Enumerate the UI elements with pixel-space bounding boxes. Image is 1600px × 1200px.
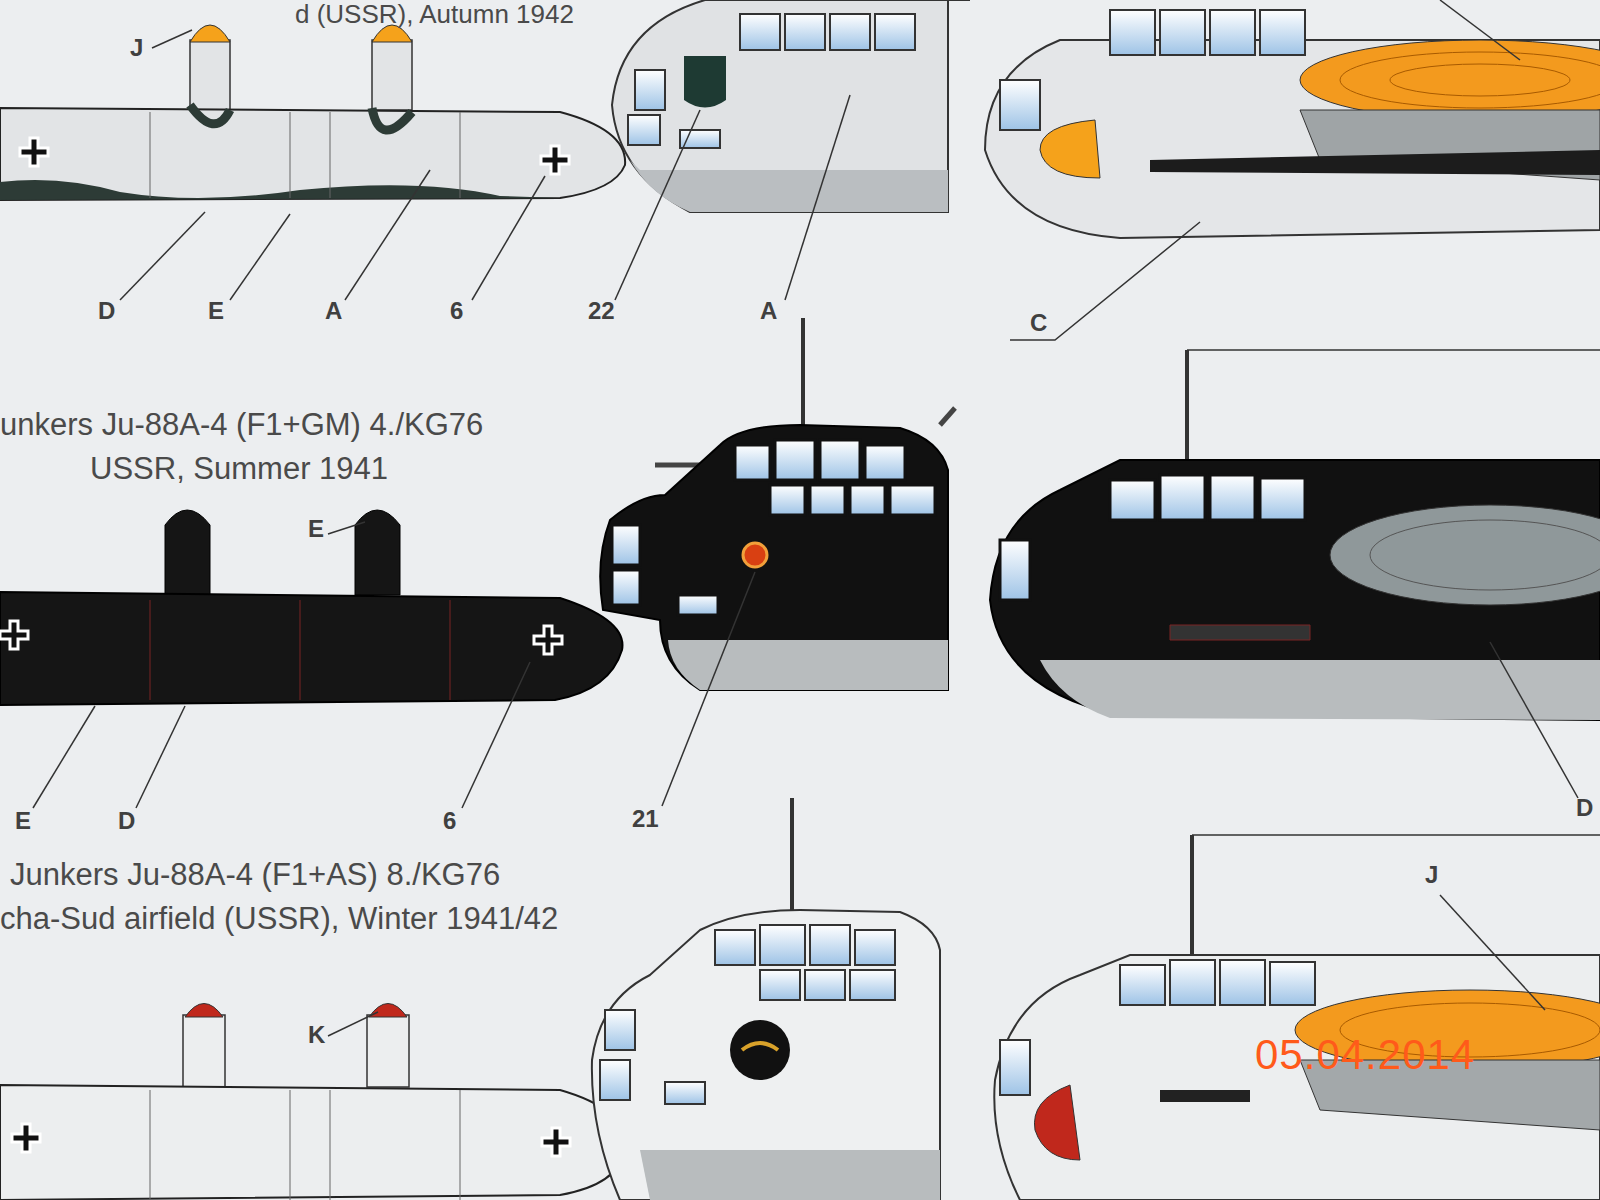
fuselage-view xyxy=(990,350,1600,720)
callout-letter: J xyxy=(1425,862,1438,888)
caption-line: unkers Ju-88A-4 (F1+GM) 4./KG76 xyxy=(0,408,483,442)
caption-line: cha-Sud airfield (USSR), Winter 1941/42 xyxy=(0,902,558,936)
nose-profile xyxy=(600,318,955,690)
caption-line: Junkers Ju-88A-4 (F1+AS) 8./KG76 xyxy=(10,858,500,892)
callout-letter: D xyxy=(98,298,115,324)
wing-planform xyxy=(0,510,622,705)
nose-profile xyxy=(612,0,970,212)
callout-letter: J xyxy=(130,35,143,61)
fuselage-view xyxy=(985,10,1600,238)
caption-line: d (USSR), Autumn 1942 xyxy=(295,0,574,29)
nose-profile xyxy=(592,798,940,1200)
date-stamp: 05.04.2014 xyxy=(1255,1032,1475,1078)
callout-letter: K xyxy=(308,1022,325,1048)
callout-letter: A xyxy=(325,298,342,324)
callout-letter: E xyxy=(308,516,324,542)
caption-line: USSR, Summer 1941 xyxy=(90,452,388,486)
callout-number: 6 xyxy=(450,298,463,324)
callout-letter: C xyxy=(1030,310,1047,336)
callout-letter: D xyxy=(1576,795,1593,821)
callout-letter: E xyxy=(208,298,224,324)
callout-letter: D xyxy=(118,808,135,834)
callout-number: 6 xyxy=(443,808,456,834)
fuselage-view xyxy=(994,835,1600,1200)
wing-planform xyxy=(0,1004,625,1200)
callout-letter: E xyxy=(15,808,31,834)
callout-number: 21 xyxy=(632,806,659,832)
callout-letter: A xyxy=(760,298,777,324)
wing-planform xyxy=(0,25,625,200)
callout-number: 22 xyxy=(588,298,615,324)
